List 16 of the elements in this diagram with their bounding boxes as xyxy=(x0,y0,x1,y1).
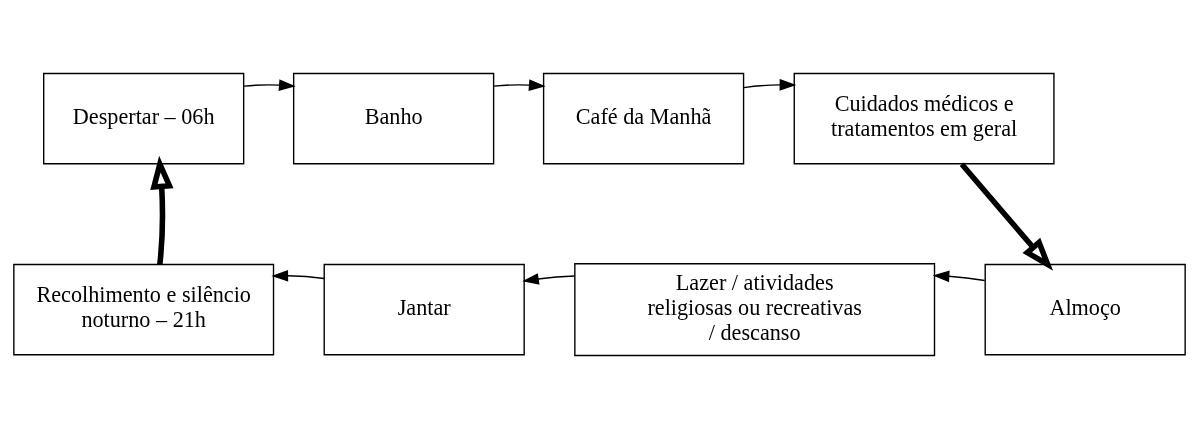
node-box: Cuidados médicos e tratamentos em geral xyxy=(793,72,1055,164)
arrow xyxy=(493,78,546,91)
arrow xyxy=(271,269,325,282)
arrow xyxy=(243,78,296,91)
node-box: Almoço xyxy=(984,263,1186,355)
node-box: Banho xyxy=(292,72,495,164)
node-box: Café da Manhã xyxy=(542,72,745,164)
arrow xyxy=(150,155,174,265)
node-box: Jantar xyxy=(323,263,525,355)
node-box: Despertar – 06h xyxy=(43,72,245,164)
node-box: Recolhimento e silêncio noturno – 21h xyxy=(13,263,275,355)
arrow xyxy=(932,270,986,282)
node-box: Lazer / atividades religiosas ou recreativas / descanso xyxy=(574,262,936,356)
arrow xyxy=(522,272,576,285)
arrow xyxy=(959,161,1054,271)
arrow xyxy=(743,78,797,91)
